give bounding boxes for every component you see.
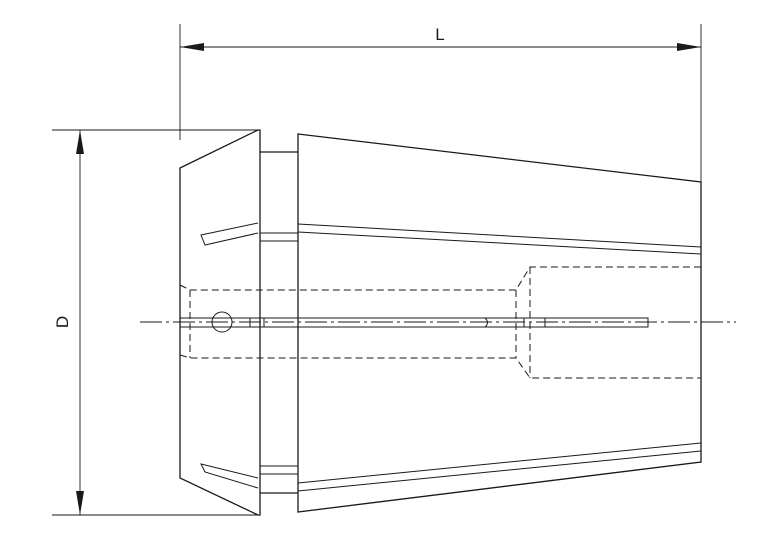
head-slot-bottom xyxy=(200,463,259,489)
body-slot-top-1 xyxy=(297,223,702,248)
axial-slot-neck xyxy=(249,317,265,328)
collet-neck xyxy=(260,151,298,494)
axial-slot-outline xyxy=(179,317,649,328)
bore-front-bottom xyxy=(179,354,701,379)
length-arrow-left xyxy=(180,43,204,51)
head-outline xyxy=(179,129,261,516)
collet-head xyxy=(179,129,261,516)
diameter-arrow-bottom xyxy=(76,491,84,515)
length-arrow-right xyxy=(677,43,701,51)
body-outline xyxy=(297,133,702,513)
body-slot-top-2 xyxy=(297,231,702,255)
length-dimension: L xyxy=(179,24,702,182)
head-slot-top xyxy=(200,222,259,246)
bore-front-top xyxy=(179,266,701,291)
length-label: L xyxy=(435,25,444,44)
diameter-label: D xyxy=(53,316,72,328)
internal-bore xyxy=(179,266,701,379)
body-slot-bottom-2 xyxy=(297,450,702,492)
body-slot-bottom-1 xyxy=(297,442,702,484)
diameter-dimension: D xyxy=(52,129,258,516)
collet-body xyxy=(297,133,702,513)
axial-slot-end-curve xyxy=(484,317,488,328)
diameter-arrow-top xyxy=(76,130,84,154)
